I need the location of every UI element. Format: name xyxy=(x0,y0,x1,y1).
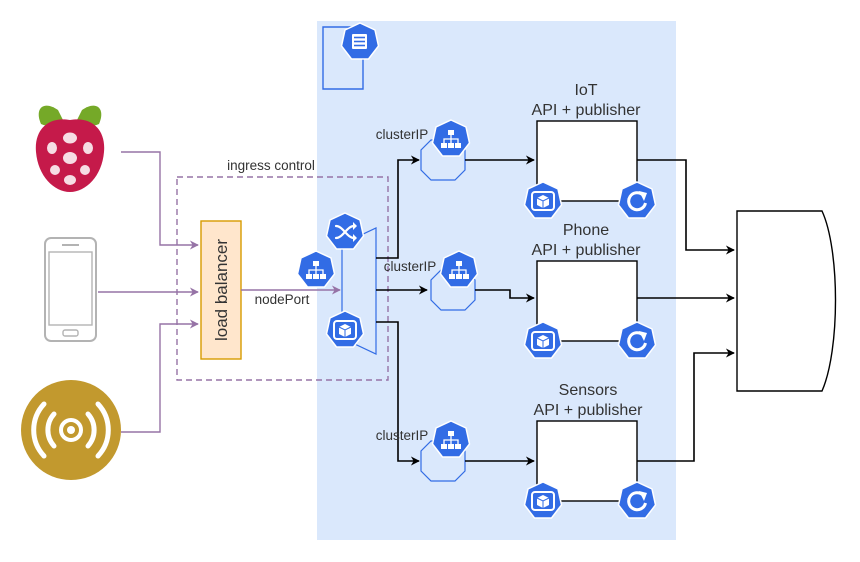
ingress-deployment-icon xyxy=(325,310,365,348)
device-links xyxy=(98,151,199,433)
cluster-ip-label-2: clusterIP xyxy=(384,259,437,274)
load-balancer-label: load balancer xyxy=(212,239,231,341)
ingress-icon xyxy=(325,212,365,250)
pod-icon xyxy=(617,181,657,219)
ingress-control-box xyxy=(176,176,389,381)
service-icon xyxy=(439,250,479,288)
deployment-icon xyxy=(523,481,563,519)
smartphone-icon xyxy=(44,237,97,342)
service-name: Phone xyxy=(563,222,609,239)
raspberry-pi-icon xyxy=(35,105,105,192)
cluster-ip-label-3: clusterIP xyxy=(376,428,429,443)
service-name: Sensors xyxy=(559,382,618,399)
pod-icon xyxy=(617,481,657,519)
ingress-control-label: ingress control xyxy=(227,158,315,173)
pod-icon xyxy=(617,321,657,359)
load-balancer xyxy=(200,220,242,360)
deployment-icon xyxy=(523,181,563,219)
service-icon xyxy=(431,119,471,157)
service-name: IoT xyxy=(574,82,597,99)
deployment-icon xyxy=(523,321,563,359)
storage-links xyxy=(637,159,735,462)
namespace-icon xyxy=(322,22,380,90)
service-links xyxy=(465,155,535,466)
route-lines xyxy=(376,155,428,466)
service-phone: Phone API + publisher xyxy=(532,222,642,342)
service-subtitle: API + publisher xyxy=(532,102,642,119)
wireless-sensor-icon xyxy=(21,380,121,480)
ingress-service-icon xyxy=(296,250,336,288)
node-port-label: nodePort xyxy=(255,292,310,307)
service-subtitle: API + publisher xyxy=(534,402,644,419)
service-icon xyxy=(431,420,471,458)
cluster-ip-label-1: clusterIP xyxy=(376,127,429,142)
service-subtitle: API + publisher xyxy=(532,242,642,259)
data-storage-icon xyxy=(736,210,837,392)
